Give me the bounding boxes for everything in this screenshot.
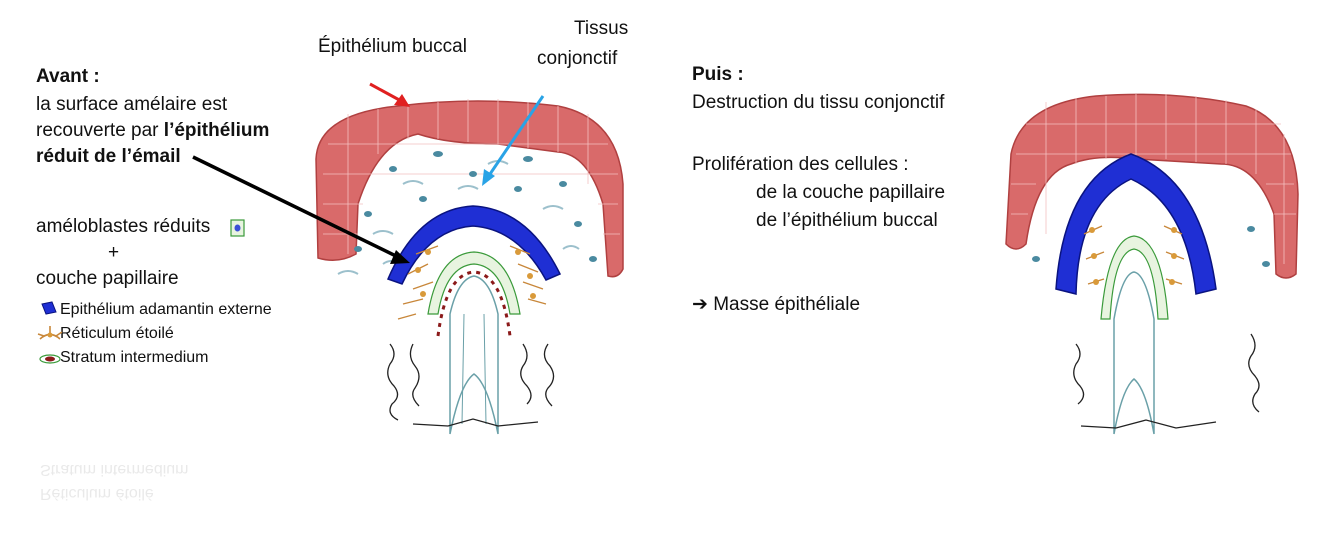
red-arrow <box>370 84 410 107</box>
left-reflection: Stratum intermedium Réticulum étoilé <box>36 440 336 530</box>
legend-outer-epithelium-icon <box>42 302 56 314</box>
right-slide: Puis : Destruction du tissu conjonctif P… <box>676 14 1301 434</box>
legend-stellate-reticulum-icon <box>38 326 62 339</box>
legend-stratum-intermedium-icon <box>40 355 60 363</box>
left-tooth-illustration <box>18 14 630 434</box>
tooth-crown-right <box>1114 272 1154 434</box>
outer-enamel-epithelium <box>388 206 560 284</box>
alveolar-bone-right <box>1074 334 1259 428</box>
right-tooth-illustration <box>676 14 1301 434</box>
black-arrow <box>193 157 410 264</box>
buccal-epithelium <box>316 99 623 277</box>
tooth-crown <box>450 276 498 434</box>
cell-icon <box>231 220 244 236</box>
left-slide: Avant : la surface amélaire est recouver… <box>18 14 630 434</box>
